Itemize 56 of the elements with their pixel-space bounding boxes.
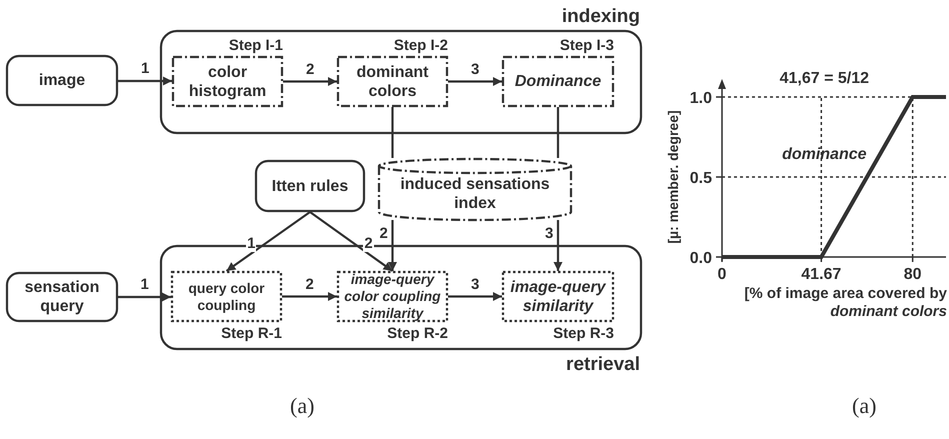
- connector-line: [556, 107, 560, 158]
- node-label: image-query color coupling similarity: [343, 271, 442, 322]
- step-label: Step R-1: [221, 325, 282, 342]
- connector-line: [391, 107, 394, 158]
- arrow: [226, 211, 311, 272]
- caption-label: (a): [852, 393, 876, 419]
- process-box: [337, 56, 448, 107]
- step-label: Step I-2: [394, 37, 448, 54]
- step-label: Step I-3: [560, 37, 614, 54]
- step-label: Step R-3: [553, 325, 614, 342]
- arrow: [448, 77, 502, 86]
- edge-label: 3: [470, 62, 480, 78]
- process-box: [6, 272, 118, 322]
- edge-label: 3: [470, 276, 480, 292]
- tick-label: 0: [718, 266, 726, 283]
- step-label: Step I-1: [228, 37, 283, 54]
- axis-title: [% of image area covered by dominant colors: [743, 285, 947, 321]
- edge-label: 1: [246, 236, 256, 252]
- arrow: [118, 76, 172, 86]
- process-box: [172, 56, 283, 107]
- node-label: induced sensations index: [399, 175, 551, 213]
- arrow: [448, 292, 502, 301]
- caption-label: (a): [290, 393, 314, 419]
- axis-title: [µ: member. degree]: [665, 110, 681, 244]
- tick-label: 0.5: [690, 170, 712, 187]
- database-cylinder: [378, 158, 572, 220]
- process-box: [502, 56, 614, 107]
- group-title: retrieval: [566, 354, 640, 376]
- arrow: [554, 220, 562, 271]
- annotation: 41,67 = 5/12: [780, 70, 869, 87]
- node-label: dominant colors: [356, 62, 430, 100]
- node-label: query color coupling: [187, 280, 266, 314]
- arrow: [282, 292, 337, 301]
- node-label: color histogram: [188, 62, 268, 100]
- process-box: [6, 55, 118, 106]
- process-box: [171, 271, 282, 322]
- node-label: Dominance: [514, 72, 602, 91]
- process-box: [255, 160, 365, 212]
- node-label: Itten rules: [270, 176, 350, 196]
- tick-label: 41.67: [801, 266, 842, 283]
- arrow: [388, 220, 397, 271]
- step-label: Step R-2: [387, 325, 448, 342]
- process-box: [502, 271, 614, 322]
- node-label: sensation query: [24, 278, 100, 316]
- arrow: [118, 292, 171, 302]
- line-label: dominance: [782, 146, 867, 163]
- node-label: image: [38, 71, 86, 90]
- node-label: image-query similarity: [509, 278, 607, 316]
- group-title: indexing: [562, 6, 640, 28]
- arrow: [283, 77, 337, 86]
- arrow: [309, 211, 394, 272]
- edge-label: 2: [363, 236, 374, 252]
- tick-label: 80: [904, 266, 922, 283]
- process-group: [160, 6, 642, 134]
- tick-label: 1.0: [690, 90, 712, 107]
- tick-label: 0.0: [690, 250, 712, 267]
